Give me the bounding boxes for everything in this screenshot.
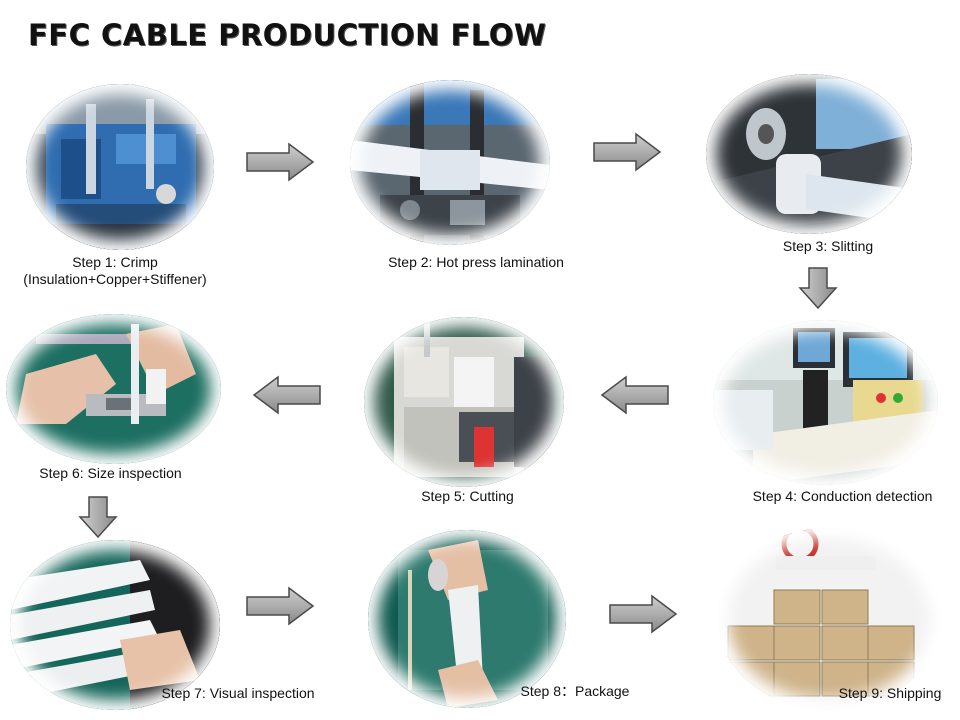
step-1-caption: Step 1: Crimp (Insulation+Copper+Stiffen… bbox=[0, 254, 230, 288]
step-8-caption: Step 8：Package bbox=[520, 683, 630, 699]
step-9-photo bbox=[718, 528, 940, 710]
step-5-photo bbox=[364, 317, 564, 487]
step-1-label: Step 1: Crimp bbox=[72, 254, 158, 270]
arrow-step7-to-step8 bbox=[245, 586, 315, 626]
arrow-step3-to-step4 bbox=[798, 266, 838, 310]
arrow-step8-to-step9 bbox=[608, 594, 678, 634]
arrow-step4-to-step5 bbox=[600, 375, 670, 415]
step-7-caption: Step 7: Visual inspection bbox=[161, 685, 315, 701]
step-5-caption: Step 5: Cutting bbox=[421, 488, 514, 504]
step-1-sublabel: (Insulation+Copper+Stiffener) bbox=[23, 271, 207, 287]
arrow-step5-to-step6 bbox=[252, 375, 322, 415]
page-title: FFC CABLE PRODUCTION FLOW bbox=[28, 18, 547, 52]
step-3-photo bbox=[706, 74, 912, 234]
step-3-caption: Step 3: Slitting bbox=[782, 238, 874, 254]
arrow-step1-to-step2 bbox=[245, 142, 315, 182]
step-6-photo bbox=[6, 314, 221, 464]
step-4-caption: Step 4: Conduction detection bbox=[752, 488, 933, 504]
step-6-caption: Step 6: Size inspection bbox=[39, 465, 182, 481]
arrow-step6-to-step7 bbox=[78, 495, 118, 539]
step-4-photo bbox=[713, 320, 938, 485]
step-2-caption: Step 2: Hot press lamination bbox=[388, 254, 564, 270]
step-1-photo bbox=[26, 84, 214, 250]
step-2-photo bbox=[350, 80, 550, 245]
step-9-caption: Step 9: Shipping bbox=[838, 685, 942, 701]
step-8-photo bbox=[368, 530, 566, 708]
arrow-step2-to-step3 bbox=[592, 132, 662, 172]
